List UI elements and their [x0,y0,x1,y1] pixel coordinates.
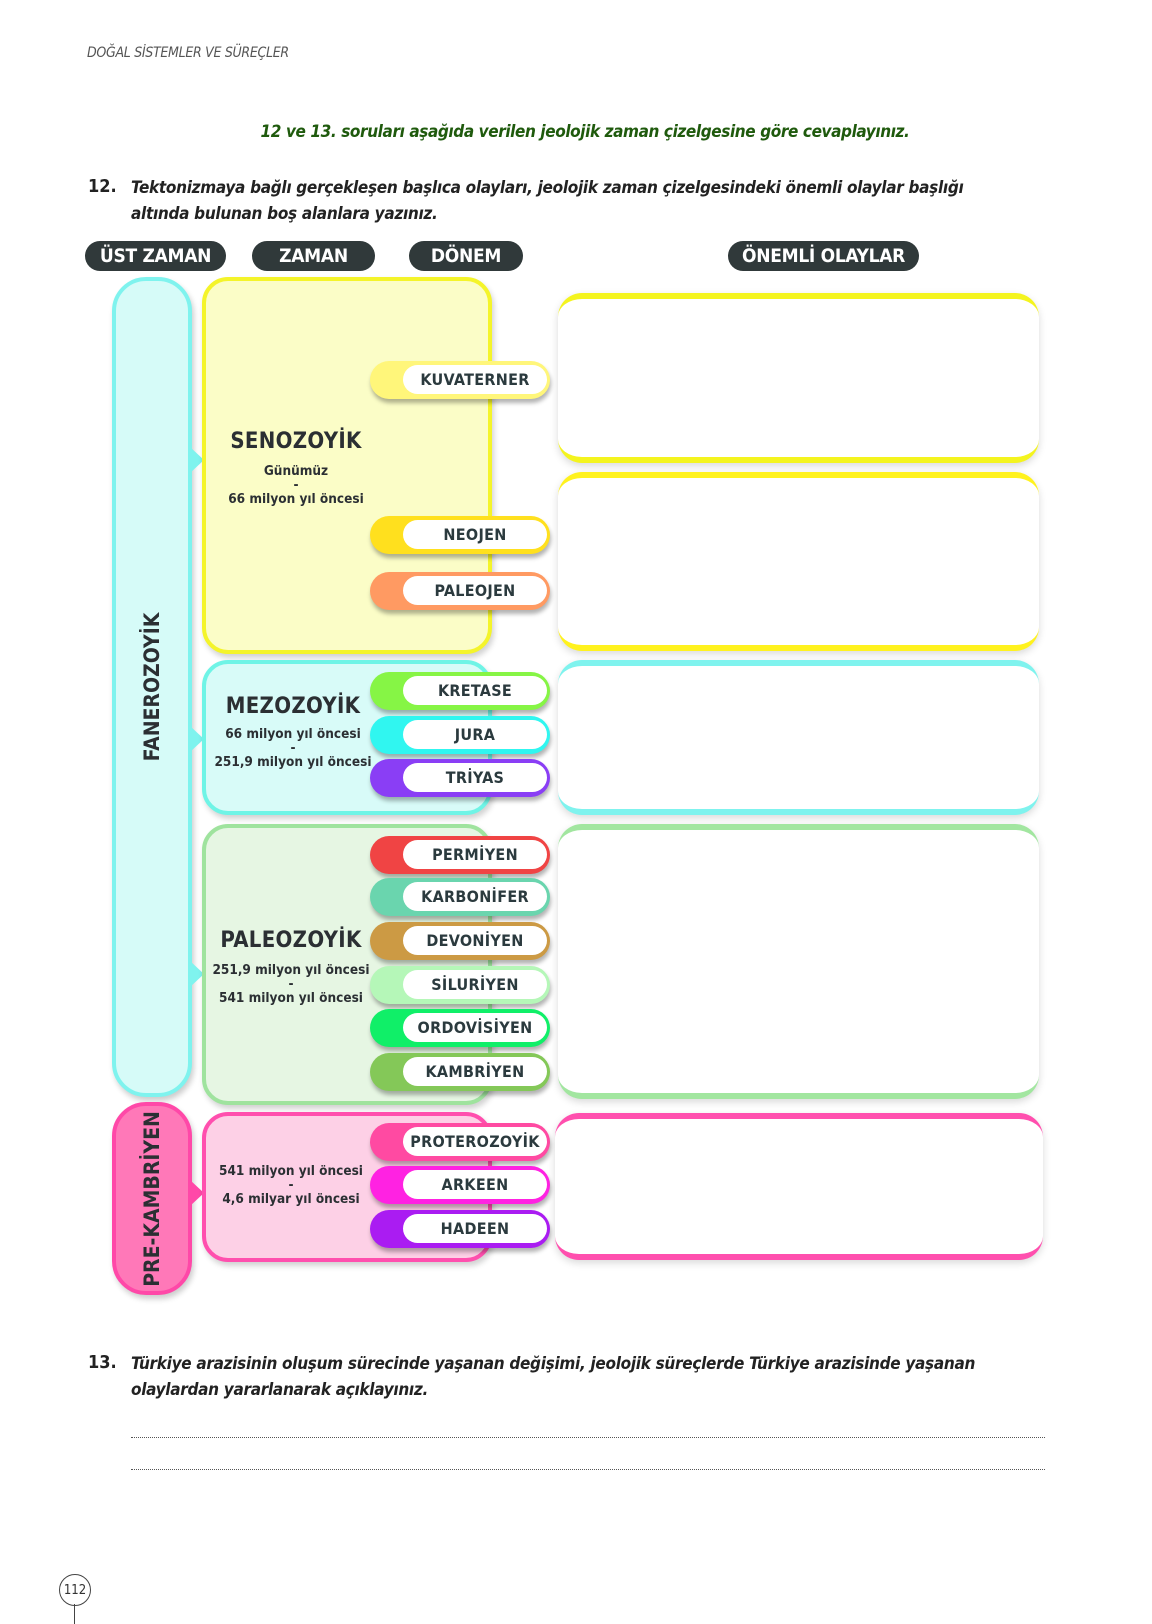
era-to: 66 milyon yıl öncesi [228,491,364,507]
answer-line[interactable] [131,1437,1045,1438]
period-10: ORDOVİSİYEN [370,1009,550,1047]
period-label: KAMBRİYEN [403,1057,547,1086]
era-paleozoyik-text: PALEOZOYİK 251,9 milyon yıl öncesi - 541… [206,928,376,1005]
period-label: ARKEEN [403,1170,547,1199]
period-label: PALEOJEN [403,576,547,605]
period-label: JURA [403,720,547,749]
period-6: PERMİYEN [370,836,550,874]
header-donem: DÖNEM [409,241,523,271]
period-label: DEVONİYEN [403,926,547,955]
era-dash: - [290,740,296,756]
question-12-line2: altında bulunan boş alanlara yazınız. [131,204,438,224]
question-13-number: 13. [88,1352,117,1373]
notch [190,961,204,987]
era-from: 541 milyon yıl öncesi [219,1163,363,1179]
header-zaman: ZAMAN [252,241,375,271]
era-from: Günümüz [263,463,329,479]
question-12-line1: Tektonizmaya bağlı gerçekleşen başlıca o… [131,178,964,198]
notch [190,1180,204,1206]
period-9: SİLURİYEN [370,966,550,1004]
notch [190,447,204,473]
era-prekambriyen-text: 541 milyon yıl öncesi - 4,6 milyar yıl ö… [206,1164,376,1206]
fanerozoyik-label: FANEROZOYİK [140,612,164,762]
question-13-text: Türkiye arazisinin oluşum sürecinde yaşa… [131,1351,1051,1403]
period-5: TRİYAS [370,759,550,797]
instruction: 12 ve 13. soruları aşağıda verilen jeolo… [260,122,910,142]
era-title: SENOZOYİK [230,429,362,454]
period-7: KARBONİFER [370,878,550,916]
period-label: TRİYAS [403,763,547,792]
era-to: 4,6 milyar yıl öncesi [222,1191,360,1207]
event-box-kuvaterner[interactable] [558,293,1039,463]
period-14: HADEEN [370,1210,550,1248]
era-dash: - [293,477,299,493]
notch [190,726,204,752]
period-1: NEOJEN [370,516,550,554]
question-13-line2: olaylardan yararlanarak açıklayınız. [131,1380,428,1400]
fanerozoyik-bar: FANEROZOYİK [112,277,192,1097]
era-from: 66 milyon yıl öncesi [225,726,361,742]
event-box-neojen-paleojen[interactable] [558,472,1039,651]
question-12-number: 12. [88,176,117,197]
period-8: DEVONİYEN [370,922,550,960]
event-box-paleozoyik[interactable] [558,824,1039,1099]
page-number: 112 [59,1574,91,1606]
era-senozoyik-text: SENOZOYİK Günümüz - 66 milyon yıl öncesi [208,429,384,506]
period-label: SİLURİYEN [403,970,547,999]
prekambriyen-bar: PRE-KAMBRİYEN [112,1102,192,1295]
event-box-prekambriyen[interactable] [555,1113,1043,1260]
question-13-line1: Türkiye arazisinin oluşum sürecinde yaşa… [131,1354,976,1374]
era-title: PALEOZOYİK [220,928,362,953]
running-header: DOĞAL SİSTEMLER VE SÜREÇLER [87,45,289,61]
era-dash: - [288,976,294,992]
period-label: KUVATERNER [403,365,547,394]
question-12-text: Tektonizmaya bağlı gerçekleşen başlıca o… [131,175,1051,227]
period-12: PROTEROZOYİK [370,1123,550,1161]
period-13: ARKEEN [370,1166,550,1204]
prekambriyen-label: PRE-KAMBRİYEN [140,1110,164,1287]
event-box-mezozoyik[interactable] [558,660,1039,815]
era-to: 251,9 milyon yıl öncesi [214,754,372,770]
period-0: KUVATERNER [370,361,550,399]
era-mezozoyik-text: MEZOZOYİK 66 milyon yıl öncesi - 251,9 m… [208,694,378,769]
header-onemli-olaylar: ÖNEMLİ OLAYLAR [728,241,919,271]
period-4: JURA [370,716,550,754]
era-from: 251,9 milyon yıl öncesi [212,962,370,978]
period-label: KRETASE [403,676,547,705]
period-label: PERMİYEN [403,840,547,869]
page-number-line [74,1604,76,1624]
era-title: MEZOZOYİK [225,694,361,719]
header-ust-zaman: ÜST ZAMAN [85,241,226,271]
period-label: KARBONİFER [403,882,547,911]
period-11: KAMBRİYEN [370,1053,550,1091]
period-3: KRETASE [370,672,550,710]
period-label: HADEEN [403,1214,547,1243]
period-label: NEOJEN [403,520,547,549]
period-label: PROTEROZOYİK [403,1127,547,1156]
era-to: 541 milyon yıl öncesi [219,990,363,1006]
answer-line[interactable] [131,1469,1045,1470]
period-2: PALEOJEN [370,572,550,610]
era-dash: - [288,1177,294,1193]
period-label: ORDOVİSİYEN [403,1013,547,1042]
